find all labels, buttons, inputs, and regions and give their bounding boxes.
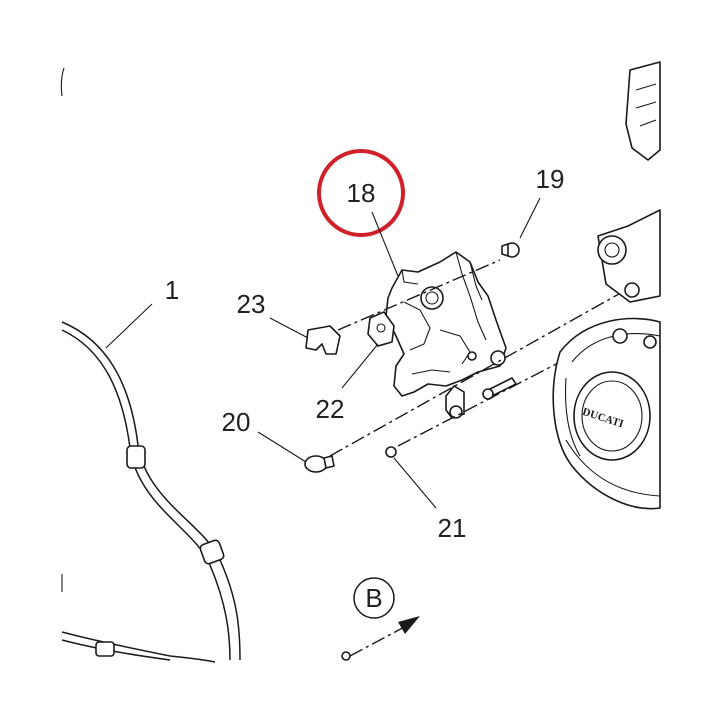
view-marker-b: B [341, 577, 420, 661]
part-1-cable[interactable] [61, 321, 241, 663]
part-18-bracket[interactable] [385, 251, 507, 419]
view-arrow-icon [398, 616, 420, 634]
leader-lines [105, 197, 541, 509]
part-21-nut[interactable] [385, 446, 397, 458]
callout-21[interactable]: 21 [438, 513, 467, 543]
engine-cover: DUCATI [573, 371, 651, 461]
part-19-bolt[interactable] [501, 242, 520, 258]
engine-assembly: DUCATI [552, 61, 661, 510]
part-23-clamp[interactable] [305, 325, 341, 355]
callout-1[interactable]: 1 [165, 275, 179, 305]
bracket-bolt[interactable] [482, 377, 517, 400]
callout-18[interactable]: 18 [347, 178, 376, 208]
assembly-axes [329, 259, 627, 657]
highlight-ring-18 [317, 149, 405, 237]
callout-22[interactable]: 22 [316, 394, 345, 424]
edge-fragment-top [60, 67, 65, 97]
callout-23[interactable]: 23 [237, 289, 266, 319]
view-marker-label: B [365, 583, 382, 613]
part-20-screw[interactable] [304, 455, 335, 473]
callout-20[interactable]: 20 [222, 407, 251, 437]
part-22-clip[interactable] [367, 311, 395, 347]
callout-19[interactable]: 19 [536, 164, 565, 194]
